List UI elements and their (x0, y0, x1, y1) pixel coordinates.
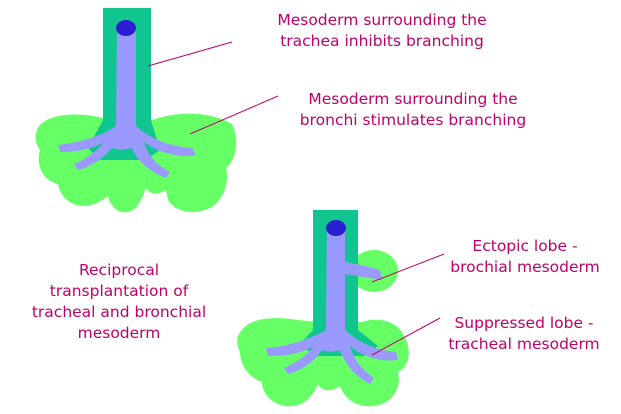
lumen-bottom (326, 220, 346, 236)
transplant-lung-bud (237, 210, 409, 406)
label-trachea-inhibits: Mesoderm surrounding the trachea inhibit… (246, 10, 518, 52)
leader-trachea (148, 42, 232, 66)
lumen-top (116, 20, 136, 36)
normal-lung-bud (36, 8, 237, 212)
label-bronchi-stimulates: Mesoderm surrounding the bronchi stimula… (272, 89, 554, 131)
label-suppressed-lobe: Suppressed lobe - tracheal mesoderm (436, 313, 612, 355)
label-ectopic-lobe: Ectopic lobe - brochial mesoderm (440, 236, 610, 278)
label-reciprocal-transplantation: Reciprocal transplantation of tracheal a… (14, 260, 224, 344)
